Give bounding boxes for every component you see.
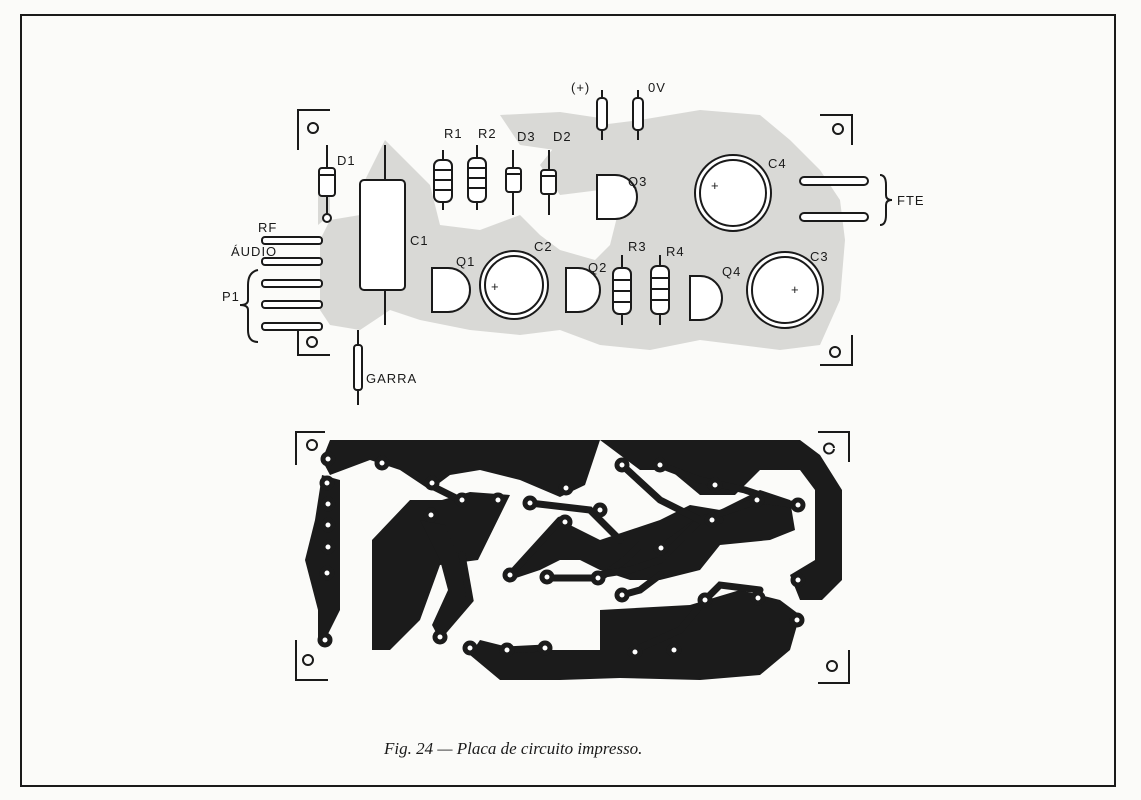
label-fte: FTE (897, 193, 925, 208)
label-c3: C3 (810, 249, 829, 264)
capacitor-c4 (694, 154, 772, 232)
label-r3: R3 (628, 239, 647, 254)
figure-caption: Fig. 24 — Placa de circuito impresso. (383, 739, 642, 758)
transistor-q1 (431, 267, 471, 313)
label-audio: ÁUDIO (231, 244, 277, 259)
resistor-r1 (433, 150, 453, 210)
label-plus: (+) (571, 80, 590, 95)
label-r1: R1 (444, 126, 463, 141)
copper-side-view (295, 431, 850, 684)
label-q3: Q3 (628, 174, 647, 189)
capacitor-c1 (359, 145, 406, 325)
resistor-r4 (650, 255, 670, 325)
c2-plus-mark: + (491, 279, 500, 294)
label-q2: Q2 (588, 260, 607, 275)
label-garra: GARRA (366, 371, 417, 386)
c3-plus-mark: + (791, 282, 800, 297)
transistor-q3 (596, 174, 638, 220)
label-0v: 0V (648, 80, 666, 95)
resistor-r3 (612, 255, 632, 325)
resistor-r2 (467, 145, 487, 210)
capacitor-c3 (746, 251, 824, 329)
corner-marks-top (297, 109, 853, 366)
fte-wires (799, 174, 893, 226)
component-side-view: (+) 0V FTE RF ÁUDIO P1 GARRA D1 R1 R2 D3… (222, 80, 925, 405)
label-r4: R4 (666, 244, 685, 259)
label-p1: P1 (222, 289, 240, 304)
garra-wire (353, 330, 363, 405)
capacitor-c2 (479, 250, 549, 320)
label-c4: C4 (768, 156, 787, 171)
label-d3: D3 (517, 129, 536, 144)
power-wires (596, 90, 644, 140)
figure-frame (20, 14, 1116, 787)
label-c1: C1 (410, 233, 429, 248)
c4-plus-mark: + (711, 178, 720, 193)
label-r2: R2 (478, 126, 497, 141)
transistor-q2 (565, 267, 601, 313)
label-c2: C2 (534, 239, 553, 254)
diode-d3 (505, 150, 522, 215)
label-q1: Q1 (456, 254, 475, 269)
transistor-q4 (689, 275, 723, 321)
diode-d1 (318, 145, 336, 223)
solder-pads (317, 451, 806, 660)
label-d2: D2 (553, 129, 572, 144)
copper-traces (305, 440, 842, 680)
label-rf: RF (258, 220, 277, 235)
corner-marks-bottom (295, 431, 850, 684)
diode-d2 (540, 150, 557, 215)
label-q4: Q4 (722, 264, 741, 279)
label-d1: D1 (337, 153, 356, 168)
input-wires (239, 236, 323, 343)
